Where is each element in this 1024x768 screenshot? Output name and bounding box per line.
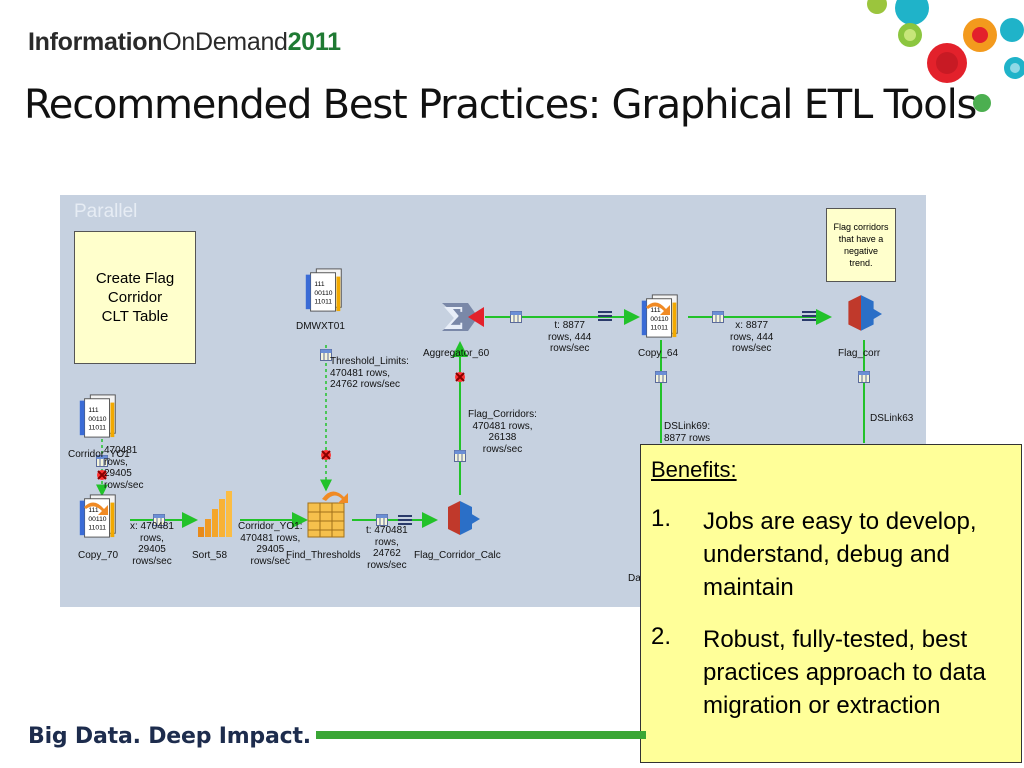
stage-label-truncated: Da bbox=[628, 573, 641, 584]
link-label-copy-flag: x: 8877 rows, 444 rows/sec bbox=[730, 320, 774, 354]
link-label-corridor-rows: 470481 rows, 29405 rows/sec bbox=[104, 445, 144, 491]
canvas-parallel-label: Parallel bbox=[74, 201, 138, 222]
link-label-dslink63: DSLink63 bbox=[870, 413, 914, 424]
stage-label-copy-70: Copy_70 bbox=[78, 550, 119, 561]
link-label-agg-copy: t: 8877 rows, 444 rows/sec bbox=[548, 320, 592, 354]
link-label-flag-corridors: Flag_Corridors: 470481 rows, 26138 rows/… bbox=[468, 409, 537, 455]
annotation-create-flag-corridor[interactable]: Create Flag Corridor CLT Table bbox=[74, 231, 196, 364]
find-thresholds-stage-icon[interactable] bbox=[307, 491, 348, 538]
link-label-threshold-limits: Threshold_Limits: 470481 rows, 24762 row… bbox=[330, 356, 409, 390]
stage-label-flag-corridor-calc: Flag_Corridor_Calc bbox=[414, 550, 501, 561]
corridor-yo1-file-icon[interactable] bbox=[79, 394, 116, 438]
annotation-flag-corridors[interactable]: Flag corridors that have a negative tren… bbox=[826, 208, 896, 282]
benefit-text: Robust, fully-tested, best practices app… bbox=[703, 626, 986, 719]
flag-corridor-calc-stage-icon[interactable] bbox=[448, 501, 480, 535]
etl-flow-diagram: 111 00110 11011 bbox=[79, 268, 882, 538]
benefit-number: 2. bbox=[651, 623, 672, 650]
benefits-heading: Benefits: bbox=[651, 457, 737, 482]
slide-title: Recommended Best Practices: Graphical ET… bbox=[24, 82, 977, 128]
link-label-corridor-yo1: Corridor_YO1: 470481 rows, 29405 rows/se… bbox=[238, 521, 303, 567]
brand-logo-text: InformationOnDemand2011 bbox=[28, 28, 341, 56]
sort-58-stage-icon[interactable] bbox=[198, 491, 232, 537]
link-label-copy-sort: x: 470481 rows, 29405 rows/sec bbox=[130, 521, 174, 567]
stage-label-aggregator-60: Aggregator_60 bbox=[423, 348, 490, 359]
link-label-find-calc: t: 470481 rows, 24762 rows/sec bbox=[366, 525, 408, 571]
stage-label-copy-64: Copy_64 bbox=[638, 348, 679, 359]
benefit-number: 1. bbox=[651, 505, 672, 532]
flag-corr-stage-icon[interactable] bbox=[848, 295, 882, 331]
footer-accent-bar bbox=[316, 731, 646, 739]
decorative-dots-graphic bbox=[867, 0, 1024, 112]
stage-label-find-thresholds: Find_Thresholds bbox=[286, 550, 361, 561]
aggregator-60-stage-icon[interactable]: Σ bbox=[442, 302, 484, 337]
dmwxt01-file-icon[interactable] bbox=[305, 268, 342, 312]
footer-tagline: Big Data. Deep Impact. bbox=[28, 724, 311, 749]
stage-label-corridor-yo1: Corridor_YO1 bbox=[68, 449, 130, 460]
link-label-dslink69: DSLink69: 8877 rows bbox=[664, 421, 711, 444]
benefit-text: Jobs are easy to develop, understand, de… bbox=[703, 508, 977, 601]
stage-label-dmwxt01: DMWXT01 bbox=[296, 321, 345, 332]
copy-64-stage-icon[interactable] bbox=[641, 294, 678, 338]
stage-label-flag-corr: Flag_corr bbox=[838, 348, 881, 359]
benefits-callout: Benefits: 1. Jobs are easy to develop, u… bbox=[640, 444, 1022, 763]
copy-70-stage-icon[interactable] bbox=[79, 494, 116, 538]
stage-label-sort-58: Sort_58 bbox=[192, 550, 228, 561]
svg-text:Σ: Σ bbox=[443, 302, 464, 337]
